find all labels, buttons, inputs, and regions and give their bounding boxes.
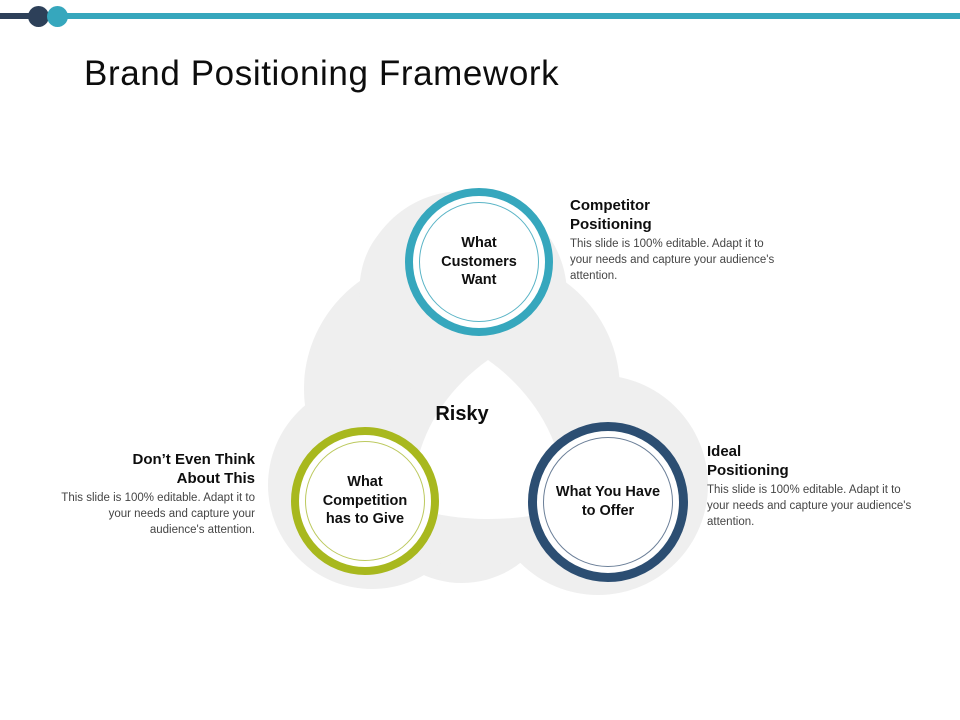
header-dot-teal-icon <box>47 6 68 27</box>
callout-body-competitor: This slide is 100% editable. Adapt it to… <box>570 238 775 283</box>
header-line-teal-icon <box>58 13 960 19</box>
center-label-risky: Risky <box>435 403 489 425</box>
page-title: Brand Positioning Framework <box>84 54 560 94</box>
callout-body-ideal: This slide is 100% editable. Adapt it to… <box>707 484 912 529</box>
header-decoration <box>0 0 960 34</box>
callout-body-dont: This slide is 100% editable. Adapt it to… <box>61 492 255 537</box>
header-line-navy-icon <box>0 13 42 19</box>
header-dot-navy-icon <box>28 6 49 27</box>
